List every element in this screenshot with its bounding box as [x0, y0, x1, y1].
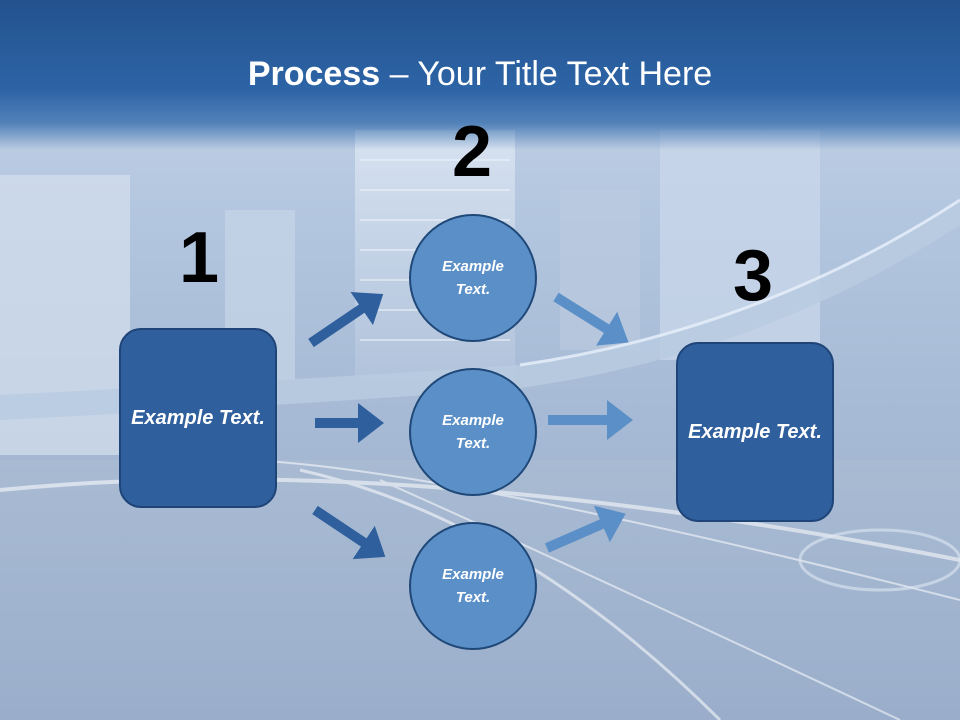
circle-middle: Example Text. — [409, 368, 537, 496]
circle-bottom: Example Text. — [409, 522, 537, 650]
circle-bottom-label: Example Text. — [442, 566, 504, 606]
circle-top: Example Text. — [409, 214, 537, 342]
step-number-1: 1 — [178, 218, 220, 298]
arrow-left-down — [312, 505, 386, 560]
slide-title: Process – Your Title Text Here — [0, 52, 960, 96]
title-bold: Process — [247, 55, 381, 93]
arrow-right-down — [553, 292, 629, 346]
step-number-3: 3 — [732, 236, 774, 316]
step-3-label: Example Text. — [688, 420, 822, 443]
step-1-label: Example Text. — [131, 406, 265, 429]
title-bar — [0, 0, 960, 150]
step-3-box: Example Text. — [676, 342, 834, 522]
circle-top-label: Example Text. — [442, 258, 504, 298]
arrow-left-up — [308, 292, 384, 348]
arrow-right-up — [544, 505, 626, 553]
title-rest: – Your Title Text Here — [380, 55, 713, 93]
step-number-2: 2 — [451, 112, 493, 192]
step-1-box: Example Text. — [119, 328, 277, 508]
circle-middle-label: Example Text. — [442, 412, 504, 452]
